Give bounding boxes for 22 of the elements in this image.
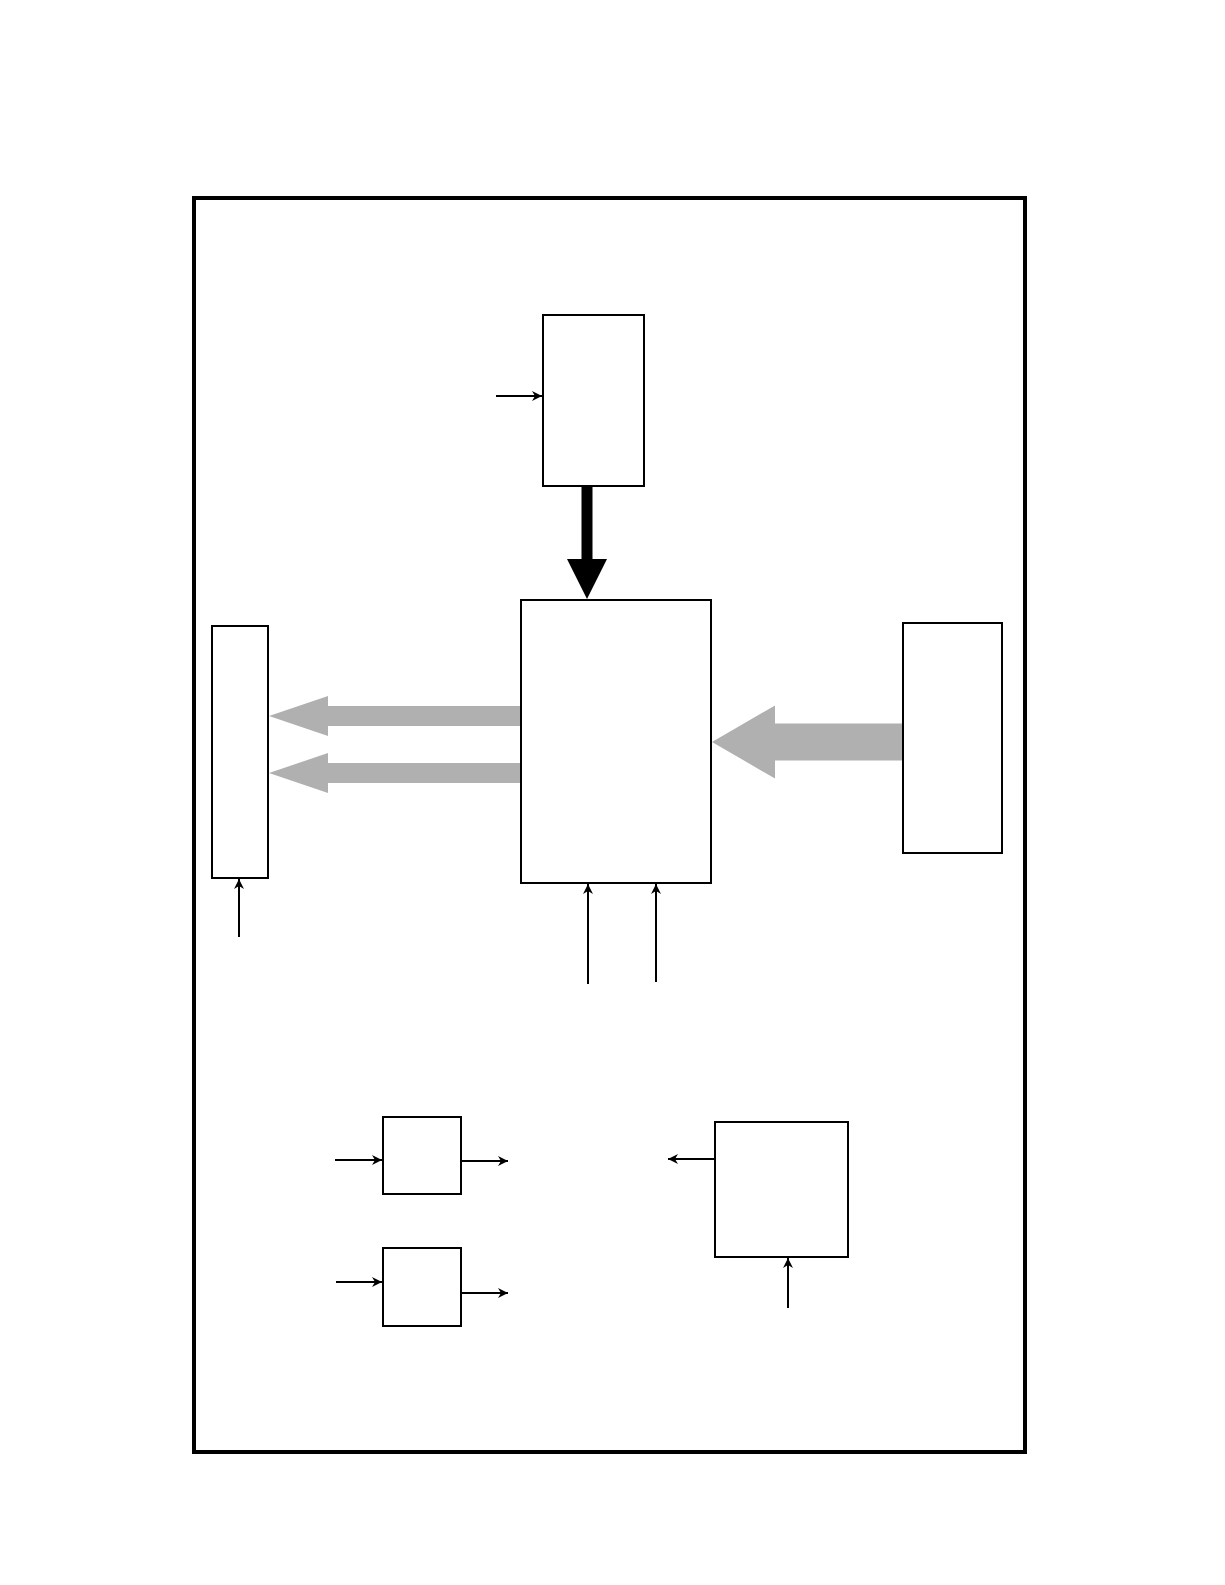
empty-block xyxy=(211,625,269,879)
empty-block xyxy=(714,1121,849,1258)
arrow xyxy=(335,1277,383,1287)
empty-block xyxy=(542,314,645,487)
arrow xyxy=(334,1155,383,1165)
empty-block xyxy=(382,1247,462,1327)
arrow xyxy=(495,391,543,401)
arrow xyxy=(461,1156,509,1166)
block-arrow xyxy=(567,487,607,599)
empty-block xyxy=(520,599,712,884)
arrow xyxy=(783,1257,793,1309)
block-arrow xyxy=(269,753,520,793)
block-arrow xyxy=(712,705,902,779)
arrow xyxy=(461,1288,509,1298)
block-arrow xyxy=(269,696,520,736)
arrow xyxy=(234,878,244,938)
empty-block xyxy=(382,1116,462,1195)
arrow xyxy=(667,1154,715,1164)
outer-frame xyxy=(192,196,1027,1454)
arrow xyxy=(583,883,593,985)
arrow xyxy=(651,883,661,983)
empty-block xyxy=(902,622,1003,854)
